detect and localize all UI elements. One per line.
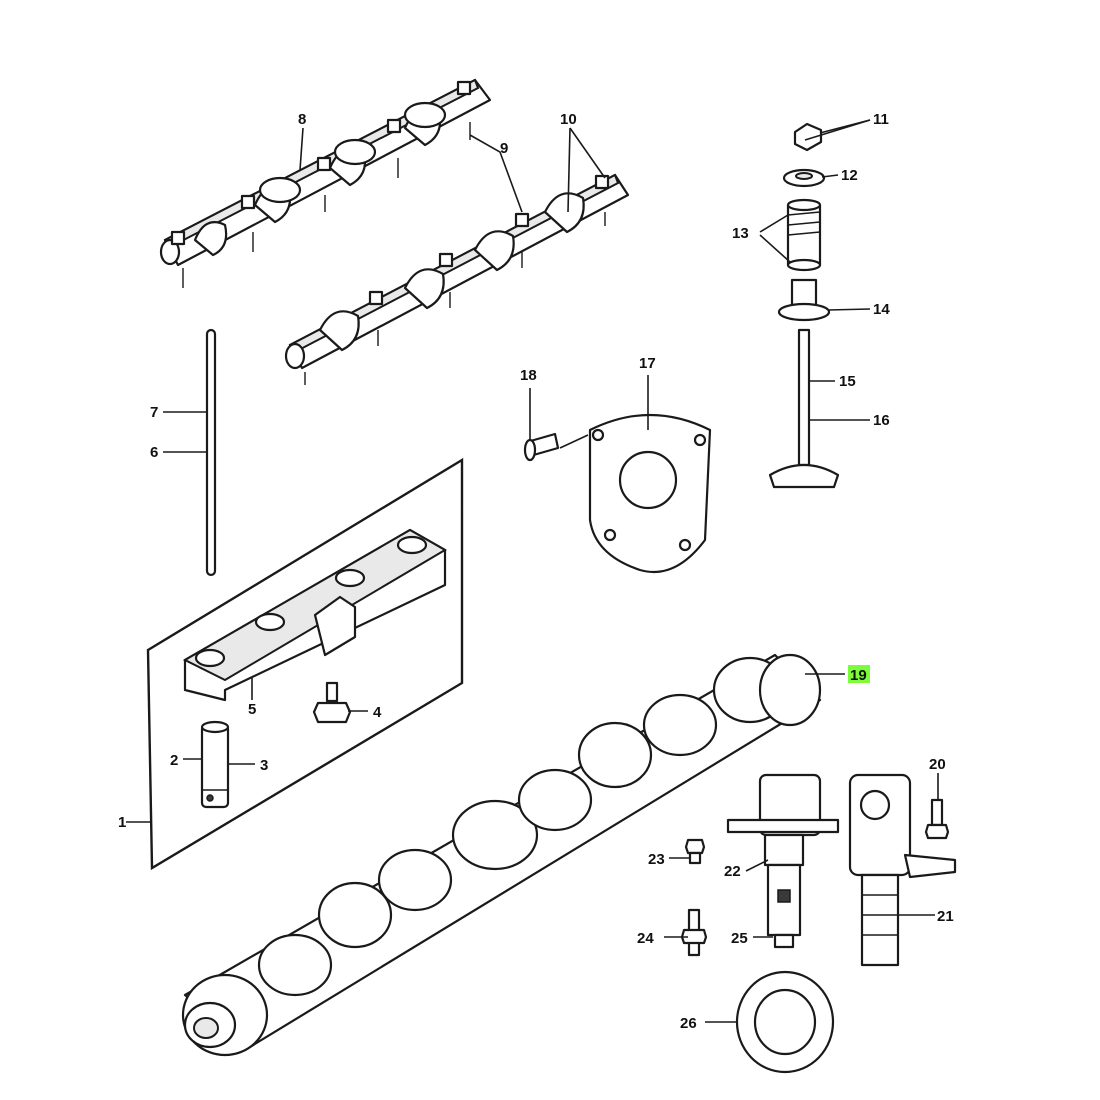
thrust-plate[interactable] [588, 413, 712, 574]
callout-1[interactable]: 1 [118, 814, 126, 831]
callout-19[interactable]: 19 [850, 667, 867, 684]
valve-stem-seal[interactable] [777, 278, 831, 322]
callout-13[interactable]: 13 [732, 225, 749, 242]
callout-4[interactable]: 4 [373, 704, 382, 721]
callout-10[interactable]: 10 [560, 111, 577, 128]
lifter-kit-frame [146, 457, 464, 871]
callout-7[interactable]: 7 [150, 404, 158, 421]
highlight-marker [848, 665, 870, 683]
callout-9[interactable]: 9 [500, 140, 508, 157]
callout-6[interactable]: 6 [150, 444, 158, 461]
valve-spring[interactable] [786, 198, 822, 272]
callout-11[interactable]: 11 [873, 111, 889, 128]
callout-23[interactable]: 23 [648, 851, 665, 868]
callout-17[interactable]: 17 [639, 355, 656, 372]
callout-21[interactable]: 21 [937, 908, 954, 925]
callout-8[interactable]: 8 [298, 111, 306, 128]
lifter-guide[interactable] [182, 528, 447, 702]
stud-bolt[interactable] [680, 908, 708, 957]
camshaft-seal[interactable] [735, 970, 835, 1074]
callout-15[interactable]: 15 [839, 373, 856, 390]
callout-16[interactable]: 16 [873, 412, 890, 429]
callout-25[interactable]: 25 [731, 930, 748, 947]
leader-lines [126, 119, 939, 1023]
camshaft-position-sensor[interactable] [726, 773, 840, 949]
callout-20[interactable]: 20 [929, 756, 946, 773]
oil-control-solenoid[interactable] [848, 773, 957, 967]
rocker-shaft-upper[interactable] [159, 78, 492, 288]
callout-26[interactable]: 26 [680, 1015, 697, 1032]
valve-keepers[interactable] [793, 122, 823, 152]
rocker-shaft-lower[interactable] [284, 173, 630, 385]
callout-5[interactable]: 5 [248, 701, 256, 718]
callout-labels: 1 2 3 4 5 6 7 8 9 10 11 12 13 14 15 16 1… [118, 111, 954, 1032]
callout-22[interactable]: 22 [724, 863, 741, 880]
guide-bolt[interactable] [312, 681, 352, 724]
hydraulic-lifter[interactable] [200, 720, 230, 809]
callout-3[interactable]: 3 [260, 757, 268, 774]
solenoid-bolt[interactable] [924, 798, 950, 840]
push-rod[interactable] [205, 328, 217, 577]
callout-18[interactable]: 18 [520, 367, 537, 384]
callout-14[interactable]: 14 [873, 301, 890, 318]
callout-2[interactable]: 2 [170, 752, 178, 769]
callout-24[interactable]: 24 [637, 930, 654, 947]
camshaft[interactable] [181, 653, 822, 1057]
callout-12[interactable]: 12 [841, 167, 858, 184]
valve-spring-retainer[interactable] [782, 168, 826, 188]
sensor-bolt[interactable] [684, 838, 706, 865]
valve[interactable] [768, 328, 840, 489]
